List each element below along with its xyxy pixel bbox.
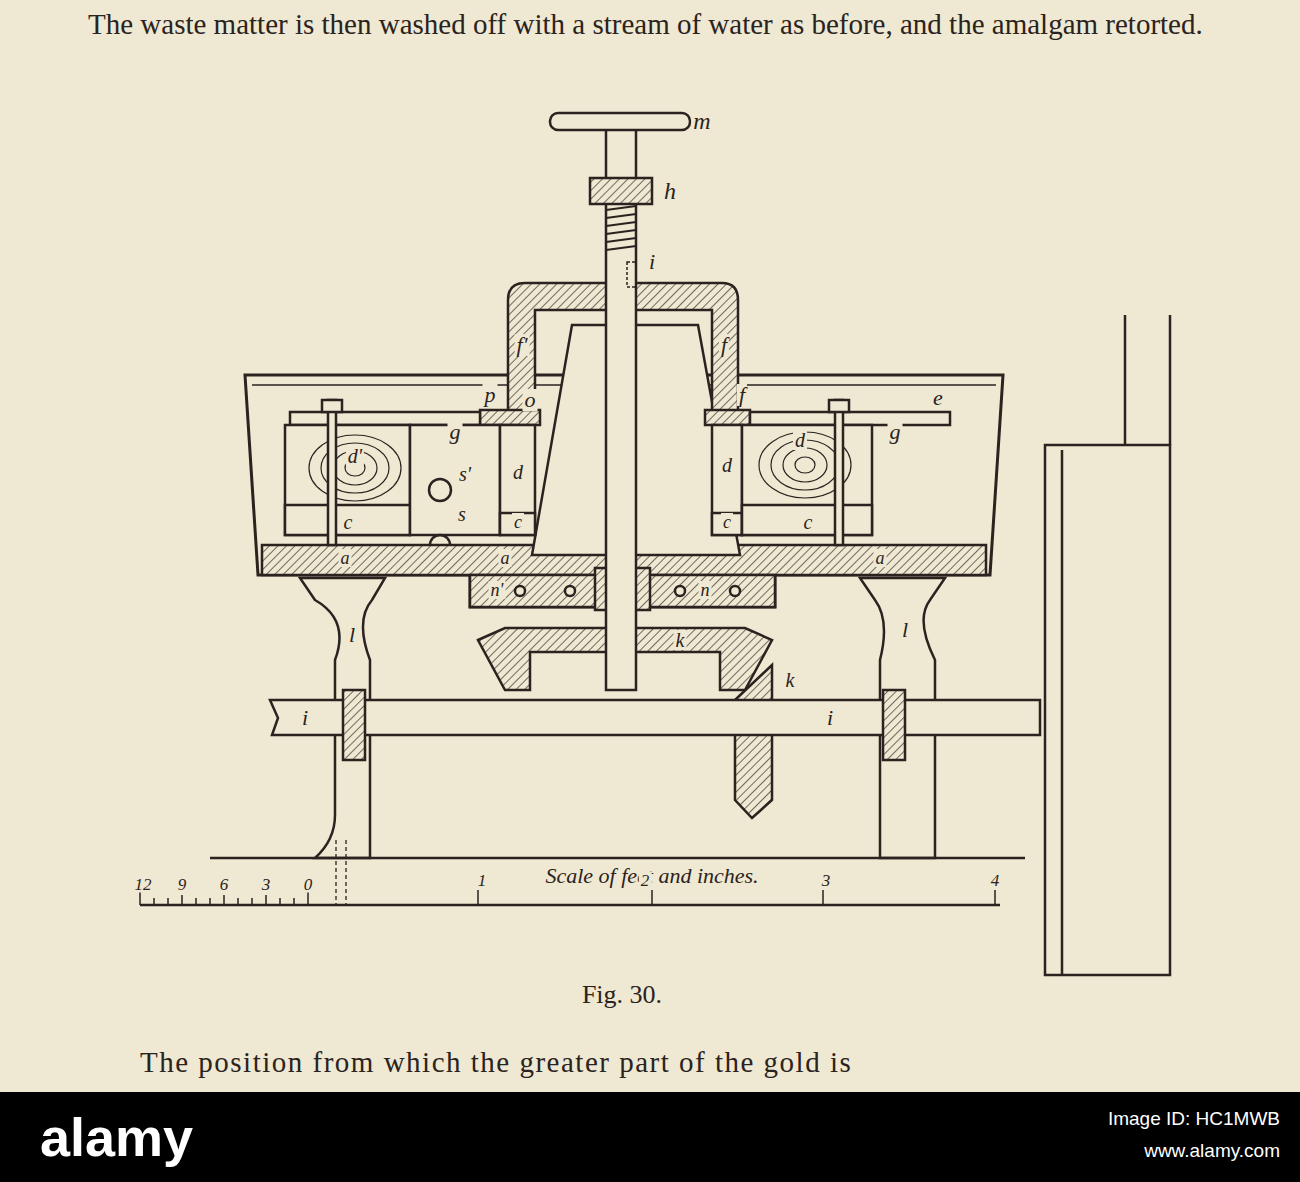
scale-number: 3 bbox=[260, 876, 273, 893]
scale-number: 9 bbox=[176, 876, 189, 893]
part-letter: d bbox=[511, 462, 525, 482]
plate bbox=[480, 410, 540, 425]
handwheel bbox=[550, 113, 690, 130]
belt-line bbox=[1124, 315, 1127, 445]
part-letter: l bbox=[900, 619, 910, 641]
part-letter: n' bbox=[489, 581, 506, 599]
part-letter: a bbox=[339, 549, 352, 567]
wood-grain bbox=[309, 435, 401, 501]
watermark: alamy bbox=[40, 1110, 193, 1164]
part-letter: s bbox=[456, 504, 468, 524]
dashed-line bbox=[345, 840, 346, 905]
watermark: www.alamy.com bbox=[1144, 1141, 1280, 1160]
part-letter: g bbox=[888, 421, 903, 443]
part-letter: m bbox=[691, 109, 712, 133]
rivet bbox=[515, 586, 525, 596]
part-letter: a bbox=[499, 549, 512, 567]
shoe bbox=[500, 513, 535, 535]
part-letter: c bbox=[512, 513, 524, 531]
horizontal-shaft bbox=[270, 700, 1040, 735]
part-letter: c bbox=[342, 512, 355, 532]
scale-number: 6 bbox=[218, 876, 231, 893]
screw-thread bbox=[606, 206, 636, 250]
rivet bbox=[565, 586, 575, 596]
part-letter: o bbox=[523, 389, 538, 411]
body-text: The position from which the greater part… bbox=[140, 1048, 852, 1077]
part-letter: i bbox=[825, 707, 835, 729]
part-letter: g bbox=[448, 421, 463, 443]
hole bbox=[429, 479, 451, 501]
rivet bbox=[675, 586, 685, 596]
shoe bbox=[742, 505, 872, 535]
part-letter: d bbox=[720, 455, 734, 475]
bolt bbox=[328, 400, 336, 545]
part-letter: f bbox=[719, 334, 729, 356]
bevel-pinion bbox=[735, 665, 772, 818]
nut bbox=[322, 400, 342, 412]
scale-number: 12 bbox=[133, 876, 154, 893]
figure-caption: Fig. 30. bbox=[582, 982, 662, 1008]
bearing-bolt bbox=[343, 690, 365, 760]
hole bbox=[430, 535, 450, 545]
part-letter: s' bbox=[457, 464, 473, 484]
key bbox=[627, 262, 636, 287]
part-letter: k bbox=[784, 670, 797, 690]
wood-block bbox=[285, 425, 410, 535]
scale-number: 4 bbox=[989, 872, 1002, 889]
rivet bbox=[730, 586, 740, 596]
shoe bbox=[712, 513, 742, 535]
ground-line bbox=[210, 857, 1025, 860]
shoe bbox=[285, 505, 410, 535]
scale-label: Scale of feet and inches. bbox=[543, 865, 760, 887]
watermark: Image ID: HC1MWB bbox=[1108, 1109, 1280, 1128]
watermark-bar bbox=[0, 1092, 1300, 1182]
plate bbox=[705, 410, 750, 425]
body-text: The waste matter is then washed off with… bbox=[88, 6, 1208, 44]
part-letter: p bbox=[483, 384, 498, 406]
part-letter: h bbox=[662, 179, 678, 203]
pulley-rim bbox=[1061, 450, 1064, 975]
part-letter: a bbox=[874, 549, 887, 567]
part-letter: i bbox=[300, 707, 310, 729]
muller-arm bbox=[750, 412, 950, 425]
part-letter: l bbox=[347, 624, 357, 646]
part-letter: e bbox=[931, 387, 945, 409]
bearing-bolt bbox=[883, 690, 905, 760]
nut bbox=[829, 400, 849, 412]
part-letter: f' bbox=[515, 334, 530, 356]
part-letter: i bbox=[647, 251, 657, 273]
shoe bbox=[712, 425, 742, 535]
dashed-line bbox=[335, 840, 336, 905]
part-letter: d' bbox=[346, 446, 364, 466]
nut bbox=[590, 178, 652, 204]
scale-number: 1 bbox=[476, 872, 489, 889]
part-letter: c bbox=[721, 513, 733, 531]
scale-bar bbox=[140, 904, 1000, 907]
part-letter: f bbox=[737, 384, 747, 406]
scale-number: 3 bbox=[820, 872, 833, 889]
shoe bbox=[500, 425, 535, 535]
part-letter: c bbox=[802, 512, 815, 532]
part-letter: k bbox=[674, 630, 687, 650]
part-letter: n bbox=[699, 581, 712, 599]
pulley bbox=[1045, 445, 1170, 975]
wood-block bbox=[742, 425, 872, 535]
belt-line bbox=[1169, 315, 1172, 445]
bolt bbox=[835, 400, 843, 545]
scale-number: 0 bbox=[302, 876, 315, 893]
part-letter: d bbox=[793, 430, 807, 450]
scale-number: 2 bbox=[639, 872, 652, 889]
